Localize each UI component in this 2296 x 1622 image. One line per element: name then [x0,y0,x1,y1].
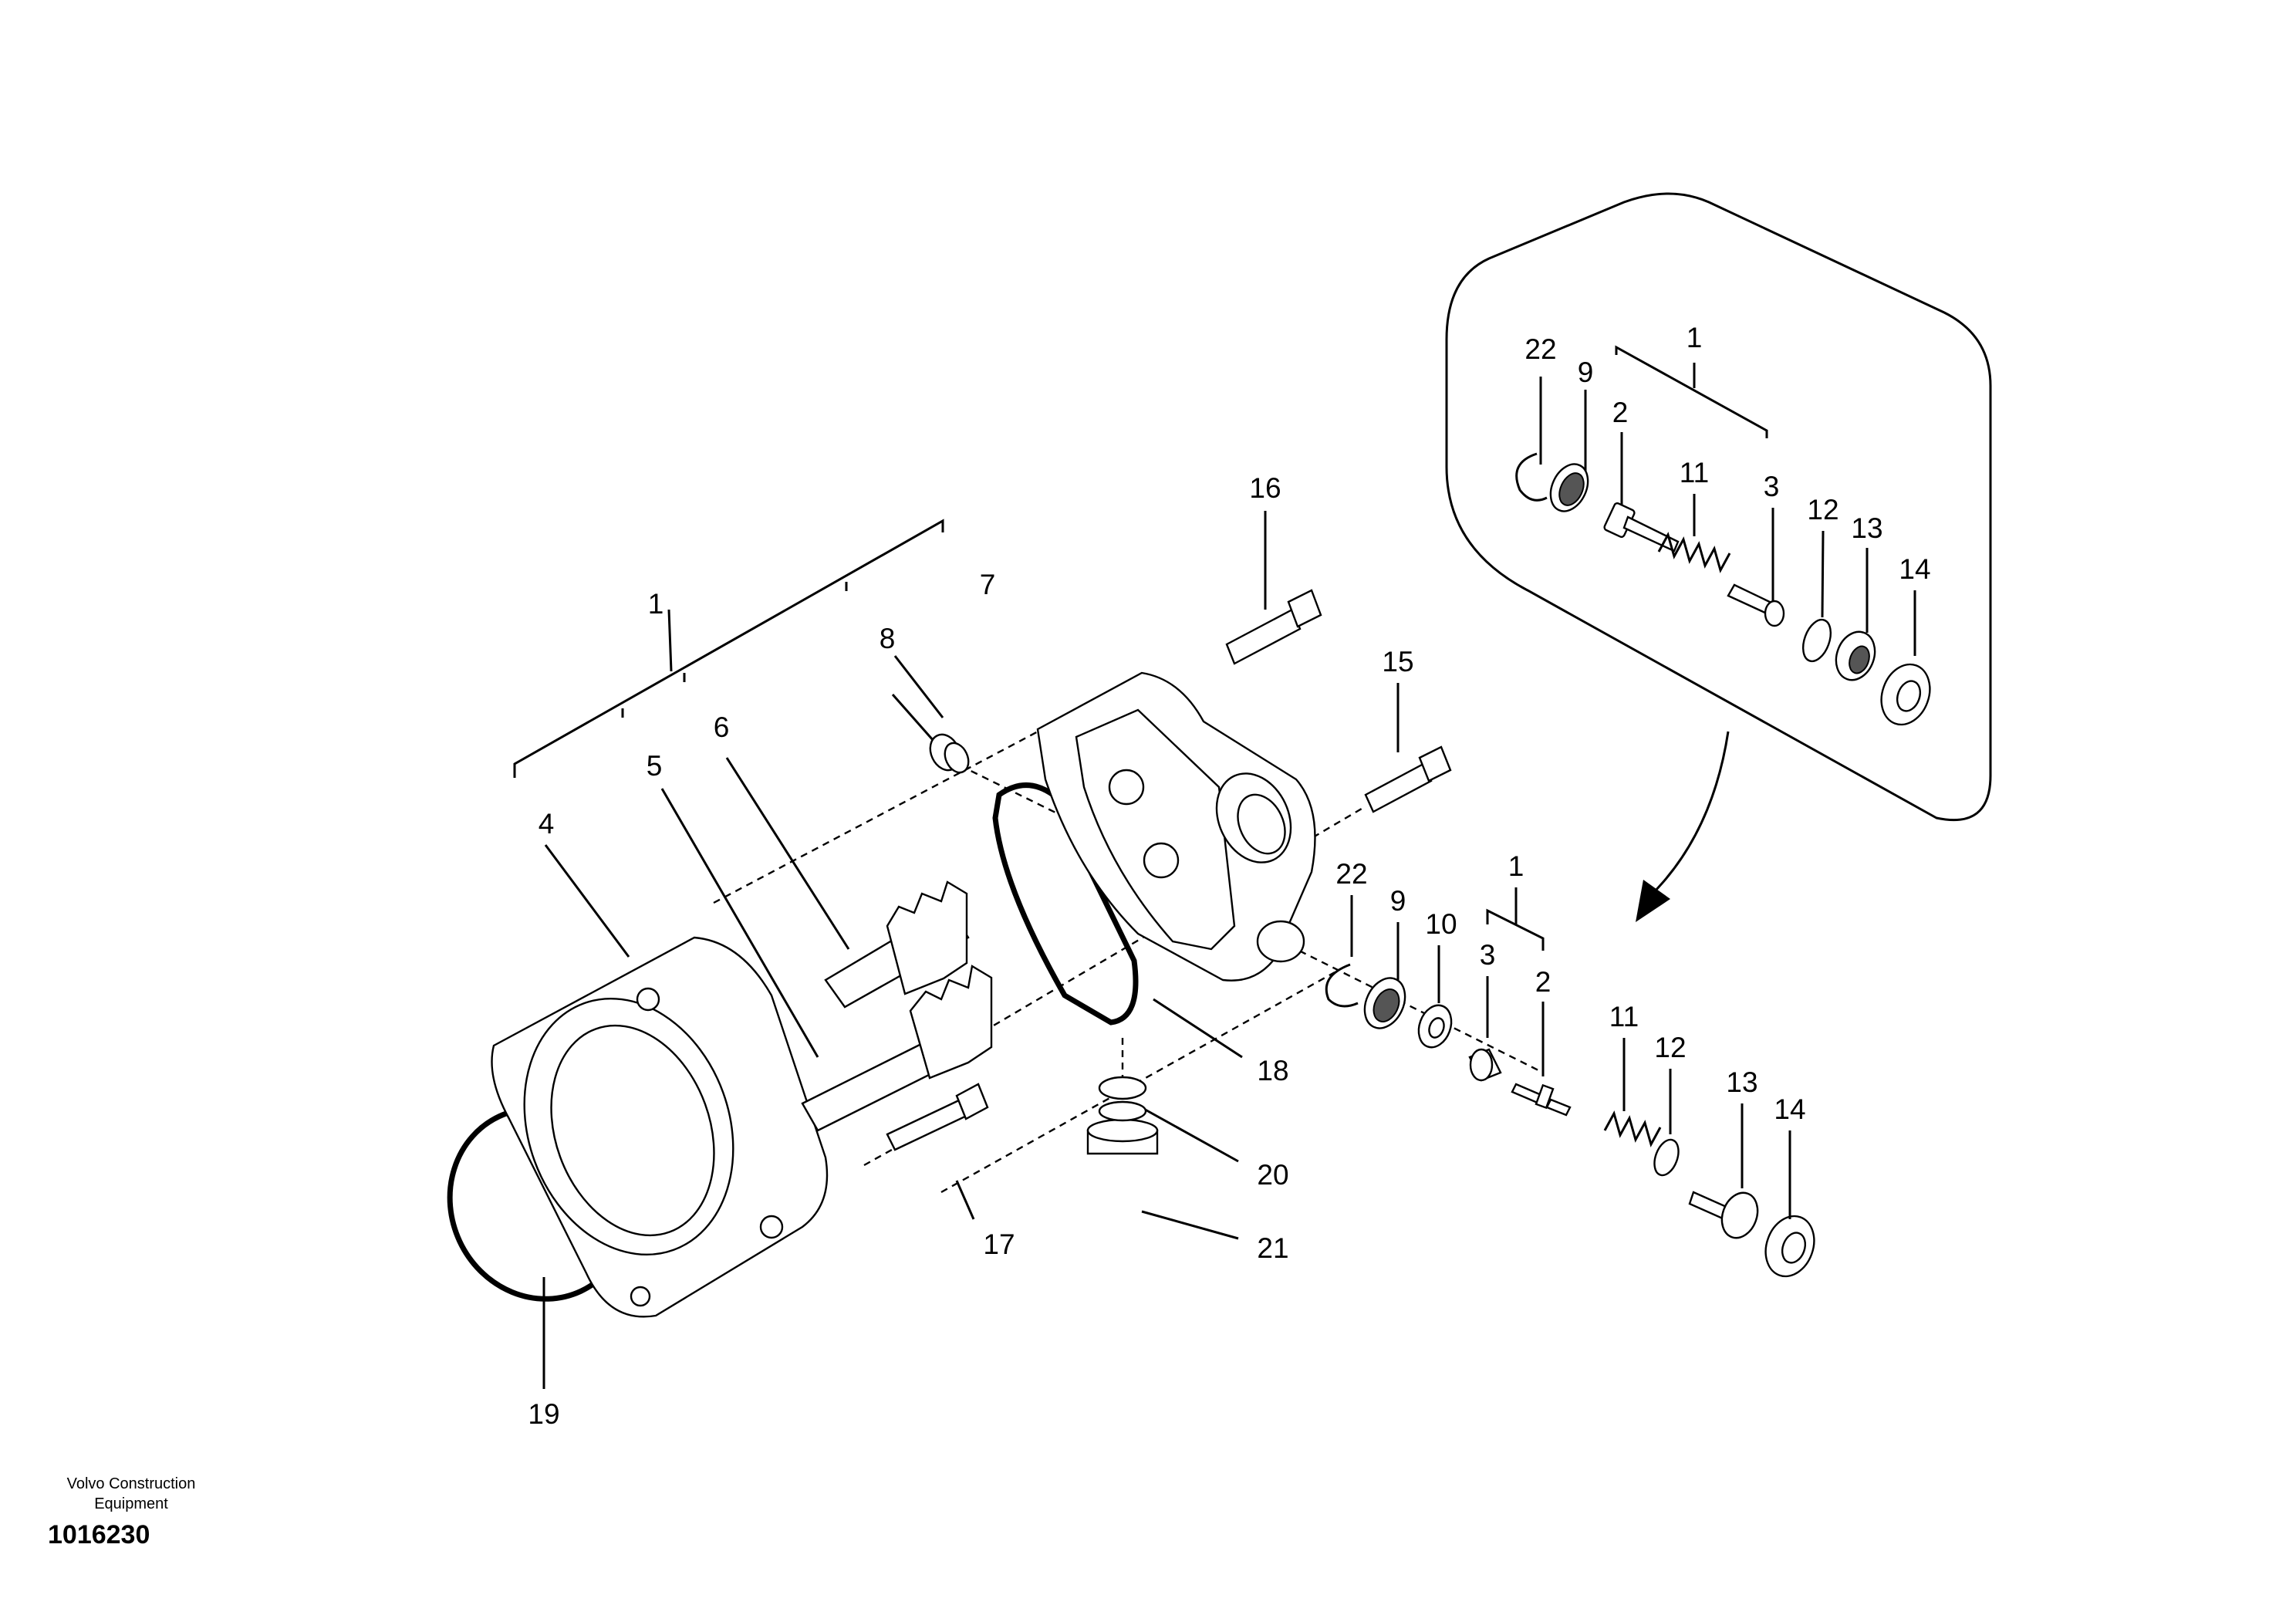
valve-plug [1688,1191,1759,1239]
callout-valve-9: 9 [1390,885,1406,917]
callout-20: 20 [1257,1159,1288,1191]
brand-line-1: Volvo Construction [66,1475,196,1492]
callout-labels: 1 4 5 6 7 8 15 16 17 18 19 20 21 1 2 3 9… [528,322,1930,1430]
callout-valve-13: 13 [1726,1066,1757,1098]
bolt-16 [1225,589,1322,665]
callout-7: 7 [980,569,996,600]
callout-valve-14: 14 [1774,1093,1805,1125]
pump-cover [1036,671,1316,982]
detail-snap-ring [1515,452,1548,502]
assembly-bracket [513,519,944,778]
drive-gear-shaft [801,965,993,1132]
detail-poppet [1603,502,1680,552]
detail-nut [1880,663,1931,726]
callout-5: 5 [647,750,663,782]
valve-o-ring [1653,1138,1680,1177]
callout-valve-12: 12 [1654,1032,1686,1063]
callout-detail-3: 3 [1764,471,1780,502]
drain-plug [1086,1100,1159,1155]
brand-block: Volvo Construction Equipment [31,1474,231,1514]
callout-detail-2: 2 [1612,397,1629,428]
callout-valve-22: 22 [1335,858,1367,890]
detail-inset-panel [1445,192,1992,922]
callout-detail-13: 13 [1851,512,1882,544]
callout-18: 18 [1257,1055,1288,1086]
pump-housing [491,936,829,1318]
callout-detail-1: 1 [1687,322,1703,353]
callout-valve-3: 3 [1480,939,1496,971]
driven-gear-shaft [824,880,970,1009]
callout-detail-9: 9 [1578,357,1594,388]
bolt-15 [1364,745,1452,813]
callout-valve-2: 2 [1535,966,1551,998]
callout-21: 21 [1257,1232,1288,1264]
main-assembly [447,511,1815,1389]
valve-nut [1764,1215,1815,1278]
callout-16: 16 [1249,472,1281,504]
callout-detail-11: 11 [1680,457,1709,488]
valve-washer [1417,1004,1453,1049]
callout-15: 15 [1382,646,1413,678]
detail-spring [1657,532,1731,573]
callout-detail-14: 14 [1899,553,1930,585]
callout-19: 19 [528,1398,559,1430]
valve-poppet [1511,1083,1572,1117]
valve-strainer [1363,977,1406,1029]
callout-detail-12: 12 [1807,494,1838,525]
callout-4: 4 [539,808,555,840]
detail-o-ring [1801,618,1832,663]
document-id: 1016230 [48,1520,150,1549]
valve-seat [1468,1048,1502,1082]
brand-line-2: Equipment [94,1495,168,1512]
cover-seal [992,782,1139,1026]
bolt-17 [886,1083,989,1151]
callout-detail-22: 22 [1524,333,1556,365]
callout-valve-10: 10 [1425,908,1457,940]
detail-plug [1835,630,1876,681]
callout-valve-1: 1 [1508,850,1524,882]
callout-1-main: 1 [648,588,664,620]
valve-spring [1603,1110,1662,1147]
small-o-ring [1098,1076,1147,1100]
callout-valve-11: 11 [1609,1001,1639,1032]
plug-8 [929,733,970,774]
detail-seat [1727,583,1785,627]
callout-6: 6 [714,711,730,743]
callout-17: 17 [983,1228,1015,1260]
valve-snap-ring [1325,963,1359,1008]
callout-8: 8 [880,623,896,654]
detail-arrow [1649,731,1730,897]
